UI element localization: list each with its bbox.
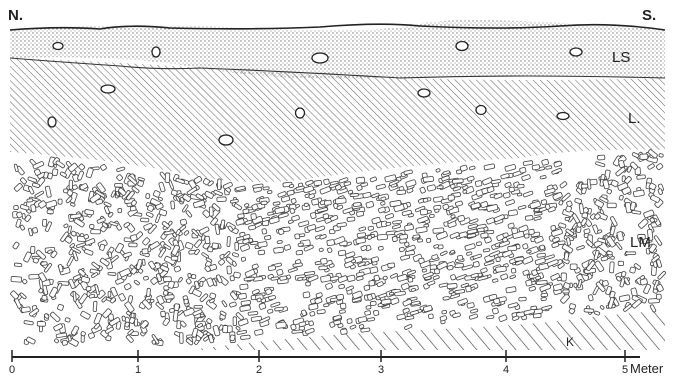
scale-tick-label: 4	[503, 364, 509, 376]
label-layer-l: L.	[628, 110, 641, 127]
label-north: N.	[8, 7, 23, 24]
label-layer-lm: LM	[630, 234, 651, 251]
label-layer-k: K	[566, 335, 574, 349]
scale-unit: Meter	[630, 361, 664, 376]
label-south: S.	[642, 7, 656, 24]
scale-tick-label: 0	[9, 364, 15, 376]
scale-tick-label: 2	[256, 364, 262, 376]
scale-tick-label: 5	[622, 364, 628, 376]
scale-ticks: 0 1 2 3 4 5	[9, 350, 628, 376]
scale-tick-label: 3	[378, 364, 384, 376]
label-layer-ls: LS	[612, 49, 630, 66]
scale-tick-label: 1	[135, 364, 141, 376]
